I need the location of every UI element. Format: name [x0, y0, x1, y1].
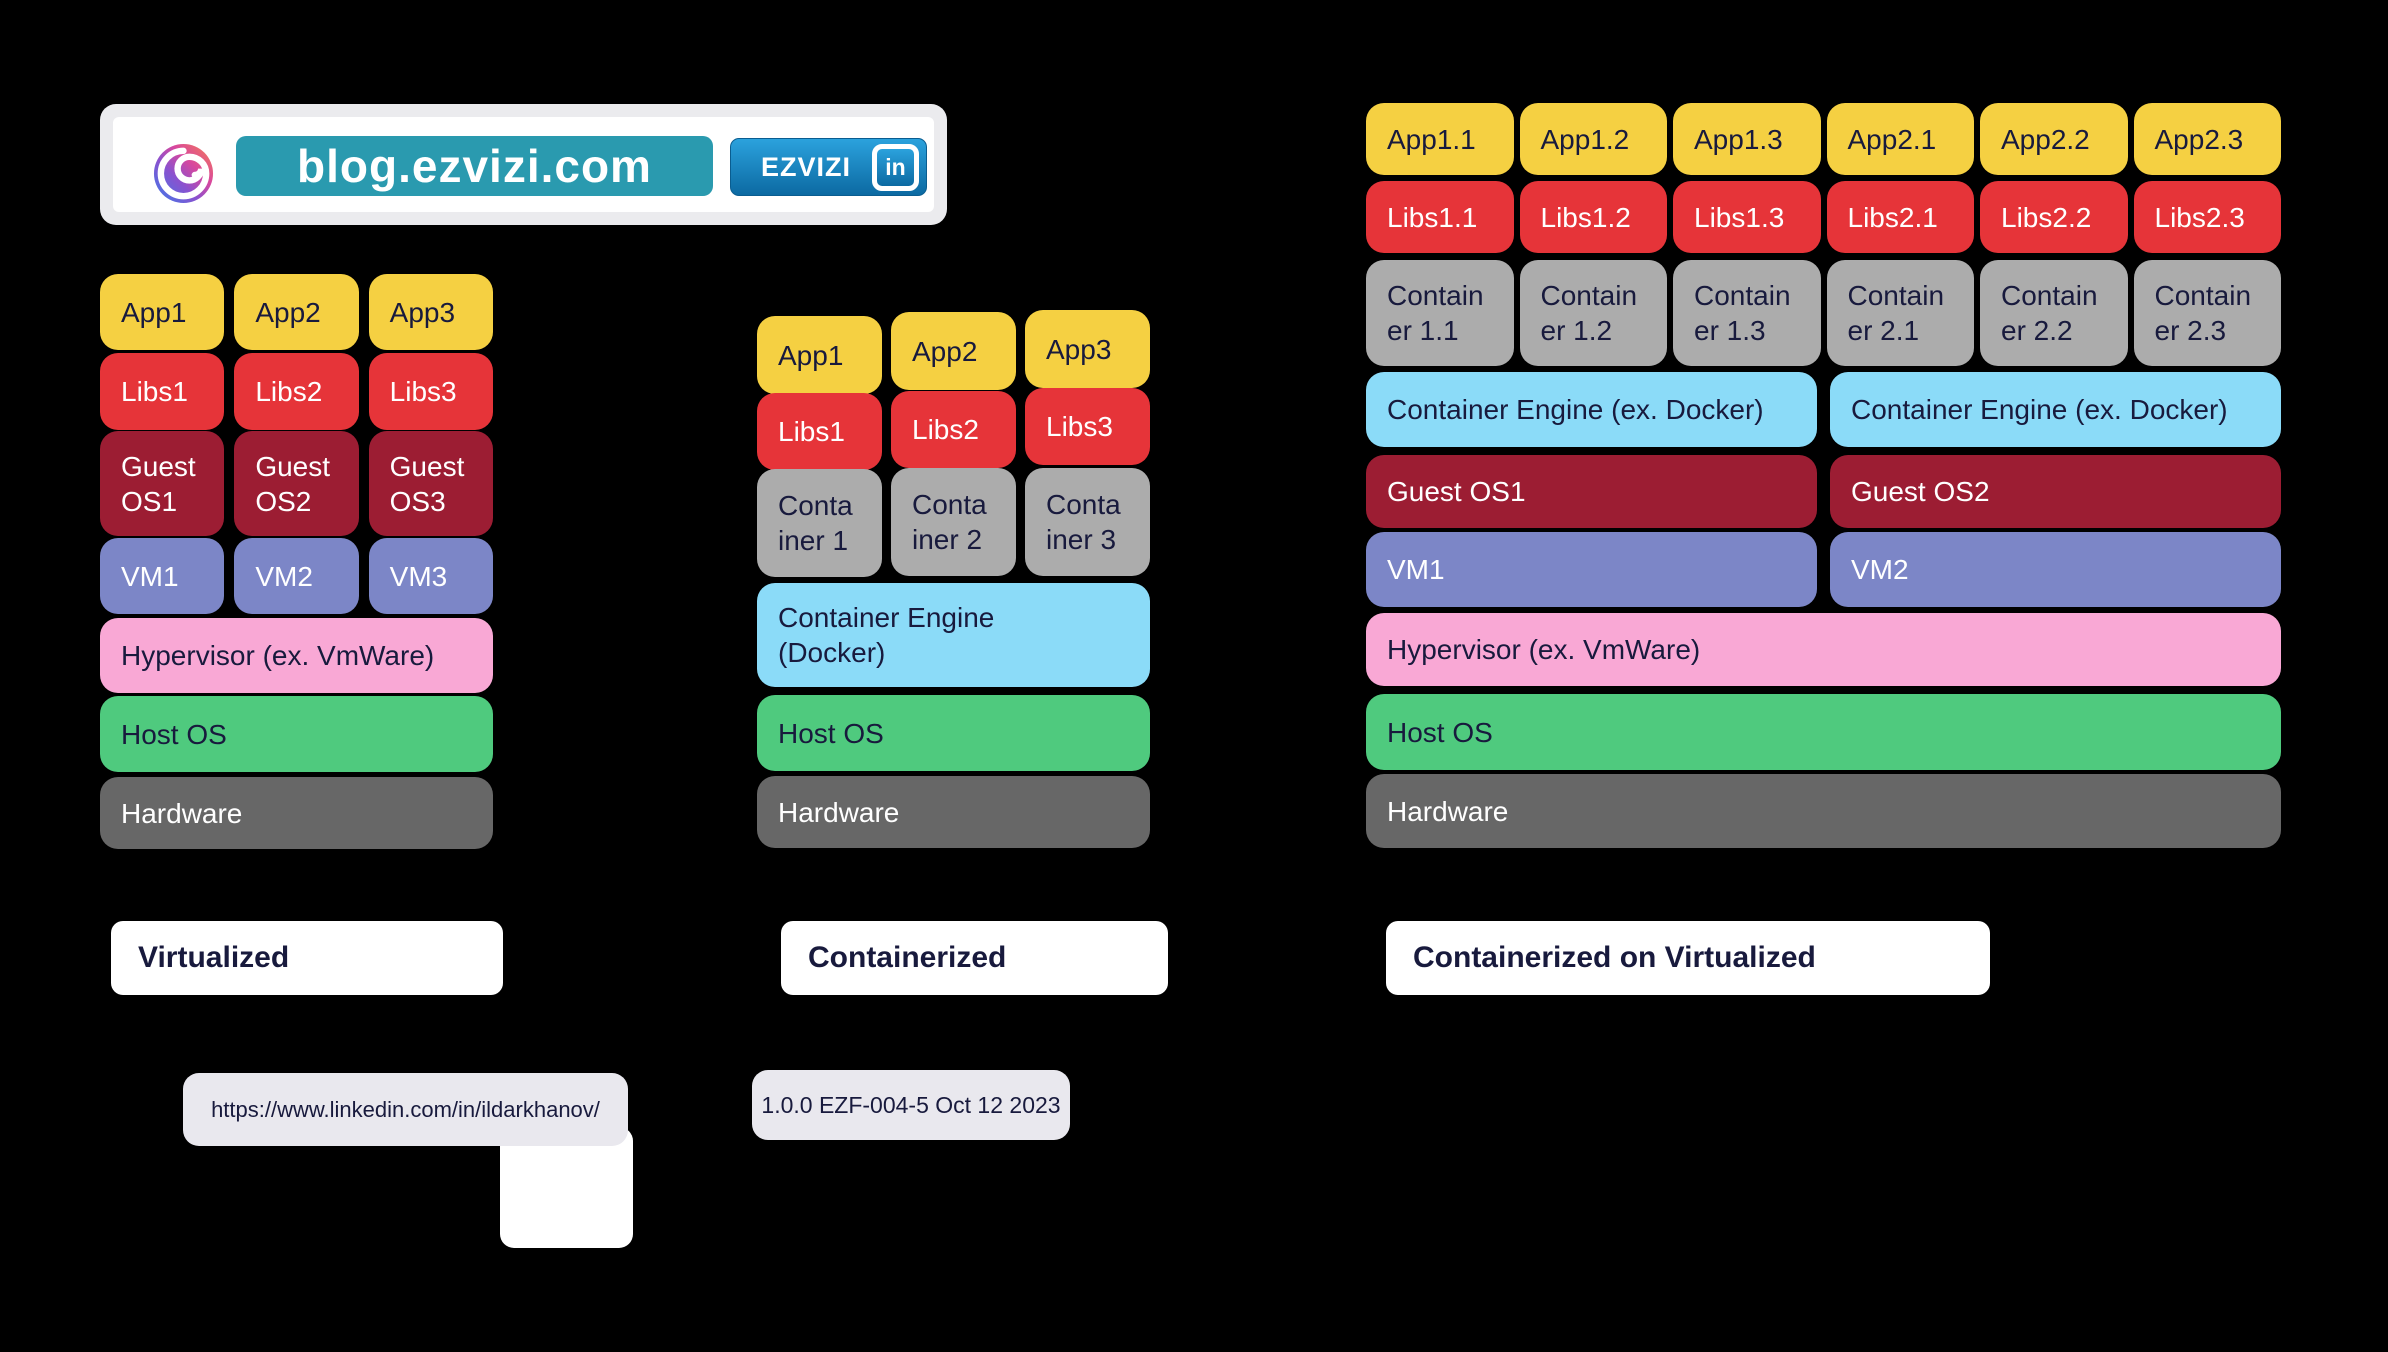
app-box: App2	[234, 274, 359, 350]
linkedin-url-chip[interactable]: https://www.linkedin.com/in/ildarkhanov/	[183, 1073, 628, 1146]
vm-box: VM2	[234, 538, 359, 614]
guest-box: Guest OS1	[1366, 455, 1817, 528]
app-box: App1.1	[1366, 103, 1514, 175]
libs-box: Libs3	[1025, 388, 1150, 465]
hypervisor-box: Hypervisor (ex. VmWare)	[1366, 613, 2281, 686]
stack-title-virtualized: Virtualized	[111, 921, 503, 995]
engine-box: Container Engine (ex. Docker)	[1830, 372, 2281, 447]
ezvizi-logo-icon	[153, 143, 214, 204]
container-box: Contain er 1.3	[1673, 260, 1821, 366]
stack-title-containerized: Containerized	[781, 921, 1168, 995]
app-box: App3	[1025, 310, 1150, 388]
container-box: Conta iner 3	[1025, 468, 1150, 576]
guest-box: Guest OS1	[100, 431, 225, 536]
ezvizi-button[interactable]: EZVIZI in	[730, 138, 927, 196]
hardware-box: Hardware	[1366, 774, 2281, 848]
libs-box: Libs2	[891, 391, 1016, 468]
app-box: App1	[100, 274, 225, 350]
vm-box: VM1	[1366, 532, 1817, 607]
libs-box: Libs3	[368, 353, 493, 430]
vm-box: VM1	[100, 538, 225, 614]
hostos-box: Host OS	[1366, 694, 2281, 770]
hypervisor-box: Hypervisor (ex. VmWare)	[100, 618, 493, 693]
app-box: App3	[368, 274, 493, 350]
libs-box: Libs1.2	[1519, 181, 1667, 253]
container-box: Contain er 1.2	[1519, 260, 1667, 366]
libs-box: Libs1.1	[1366, 181, 1514, 253]
app-box: App2.3	[2133, 103, 2281, 175]
linkedin-icon[interactable]: in	[872, 143, 919, 191]
container-box: Conta iner 1	[757, 469, 882, 577]
hostos-box: Host OS	[100, 696, 493, 772]
qr-placeholder	[500, 1127, 633, 1248]
guest-box: Guest OS2	[1830, 455, 2281, 528]
container-box: Contain er 2.3	[2133, 260, 2281, 366]
blog-banner: blog.ezvizi.com EZVIZI in	[100, 104, 947, 225]
app-box: App2.2	[1980, 103, 2128, 175]
app-box: App1.2	[1519, 103, 1667, 175]
engine-box: Container Engine (ex. Docker)	[1366, 372, 1817, 447]
libs-box: Libs1	[100, 353, 225, 430]
libs-box: Libs1	[757, 393, 882, 470]
app-box: App2	[891, 312, 1016, 390]
libs-box: Libs2	[234, 353, 359, 430]
libs-box: Libs2.2	[1980, 181, 2128, 253]
container-box: Contain er 1.1	[1366, 260, 1514, 366]
app-box: App1	[757, 316, 882, 394]
app-box: App2.1	[1826, 103, 1974, 175]
libs-box: Libs2.3	[2133, 181, 2281, 253]
libs-box: Libs1.3	[1673, 181, 1821, 253]
hardware-box: Hardware	[100, 777, 493, 849]
hostos-box: Host OS	[757, 695, 1150, 771]
guest-box: Guest OS3	[368, 431, 493, 536]
blog-domain-badge: blog.ezvizi.com	[236, 136, 713, 196]
container-box: Contain er 2.1	[1826, 260, 1974, 366]
vm-box: VM3	[368, 538, 493, 614]
guest-box: Guest OS2	[234, 431, 359, 536]
container-box: Conta iner 2	[891, 468, 1016, 576]
vm-box: VM2	[1830, 532, 2281, 607]
container-box: Contain er 2.2	[1980, 260, 2128, 366]
stack-title-containerized-on-virtualized: Containerized on Virtualized	[1386, 921, 1990, 995]
version-chip: 1.0.0 EZF-004-5 Oct 12 2023	[752, 1070, 1070, 1140]
ezvizi-button-label: EZVIZI	[761, 151, 852, 182]
engine-box: Container Engine (Docker)	[757, 583, 1150, 687]
hardware-box: Hardware	[757, 776, 1150, 848]
libs-box: Libs2.1	[1826, 181, 1974, 253]
app-box: App1.3	[1673, 103, 1821, 175]
